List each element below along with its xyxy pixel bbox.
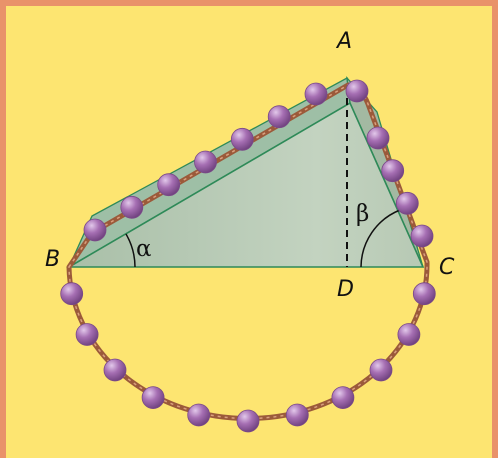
bead — [120, 195, 144, 219]
bead — [103, 358, 127, 382]
bead — [75, 323, 99, 346]
angle-label-beta: β — [356, 201, 369, 227]
angle-label-alpha: α — [136, 236, 152, 262]
bead — [381, 159, 405, 183]
bead — [369, 358, 393, 382]
bead — [304, 82, 328, 106]
bead — [187, 403, 211, 427]
point-label-a: A — [335, 29, 352, 54]
bead — [366, 126, 390, 150]
bead — [194, 150, 217, 174]
point-label-b: B — [45, 247, 60, 272]
point-label-d: D — [337, 277, 354, 302]
wedge-front-face — [66, 101, 425, 268]
point-label-c: C — [439, 255, 455, 280]
bead — [331, 386, 355, 410]
bead — [410, 224, 434, 248]
angle-beta-arc — [360, 209, 401, 268]
bead — [412, 282, 436, 306]
bead — [230, 127, 254, 151]
bead — [141, 386, 165, 410]
bead — [267, 105, 291, 129]
angle-alpha-arc — [125, 233, 136, 268]
bead — [60, 282, 84, 306]
bead — [395, 191, 419, 215]
necklace-string — [66, 82, 430, 422]
bead — [285, 403, 309, 427]
bead — [236, 409, 260, 433]
bead — [83, 218, 107, 242]
bead — [157, 173, 181, 197]
bead — [345, 79, 369, 103]
necklace-beads — [60, 79, 436, 433]
bead — [397, 323, 421, 346]
